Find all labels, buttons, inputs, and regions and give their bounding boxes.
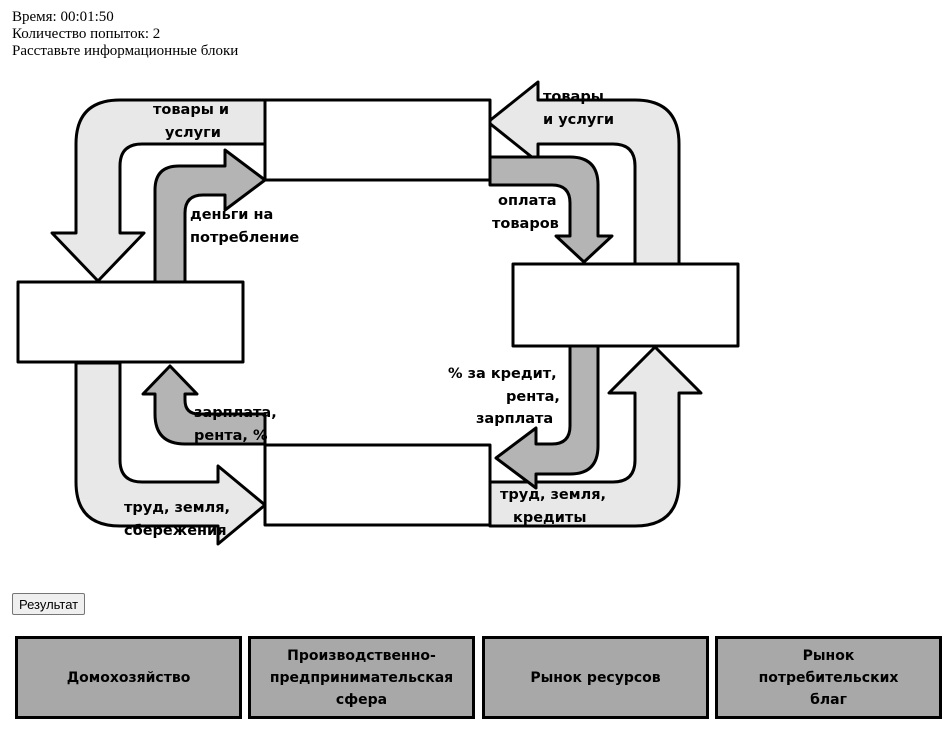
arrow-money-consumption <box>153 148 267 284</box>
label-salary-2: рента, % <box>194 428 268 444</box>
label-payment-2: товаров <box>492 216 559 232</box>
drop-box-top[interactable] <box>263 98 492 182</box>
label-money-2: потребление <box>190 230 299 246</box>
label-goods-top-left-1: товары и <box>153 102 229 118</box>
arrow-payment-goods <box>488 155 614 264</box>
label-goods-top-right-2: и услуги <box>543 112 614 128</box>
block-resource-market[interactable]: Рынок ресурсов <box>482 636 709 719</box>
label-labor-right-2: кредиты <box>513 510 586 526</box>
block-production-sphere[interactable]: Производственно- предпринимательская сфе… <box>248 636 475 719</box>
circular-flow-diagram: товары и услуги товары и услуги деньги н… <box>16 80 740 546</box>
label-money-1: деньги на <box>190 207 273 223</box>
arrow-salary-rent <box>141 364 267 446</box>
timer-text: Время: 00:01:50 <box>12 9 114 25</box>
block-household[interactable]: Домохозяйство <box>15 636 242 719</box>
drop-box-bottom[interactable] <box>263 443 492 527</box>
header-info: Время: 00:01:50 Количество попыток: 2 Ра… <box>12 9 238 60</box>
attempts-text: Количество попыток: 2 <box>12 26 161 42</box>
label-payment-1: оплата <box>498 193 557 209</box>
label-goods-top-right-1: товары <box>543 89 604 105</box>
block-consumer-goods-market[interactable]: Рынок потребительских благ <box>715 636 942 719</box>
result-button[interactable]: Результат <box>12 593 86 615</box>
label-credit-1: % за кредит, <box>448 366 557 382</box>
label-labor-left-2: сбережения <box>124 523 227 539</box>
arrow-credit-rent-salary <box>494 344 600 490</box>
drop-box-right[interactable] <box>511 262 740 348</box>
label-labor-right-1: труд, земля, <box>500 487 606 503</box>
label-salary-1: зарплата, <box>194 405 277 421</box>
label-credit-3: зарплата <box>476 411 553 427</box>
label-labor-left-1: труд, земля, <box>124 500 230 516</box>
instruction-text: Расставьте информационные блоки <box>12 43 239 59</box>
label-credit-2: рента, <box>506 389 560 405</box>
label-goods-top-left-2: услуги <box>165 125 221 141</box>
drop-box-left[interactable] <box>16 280 245 364</box>
